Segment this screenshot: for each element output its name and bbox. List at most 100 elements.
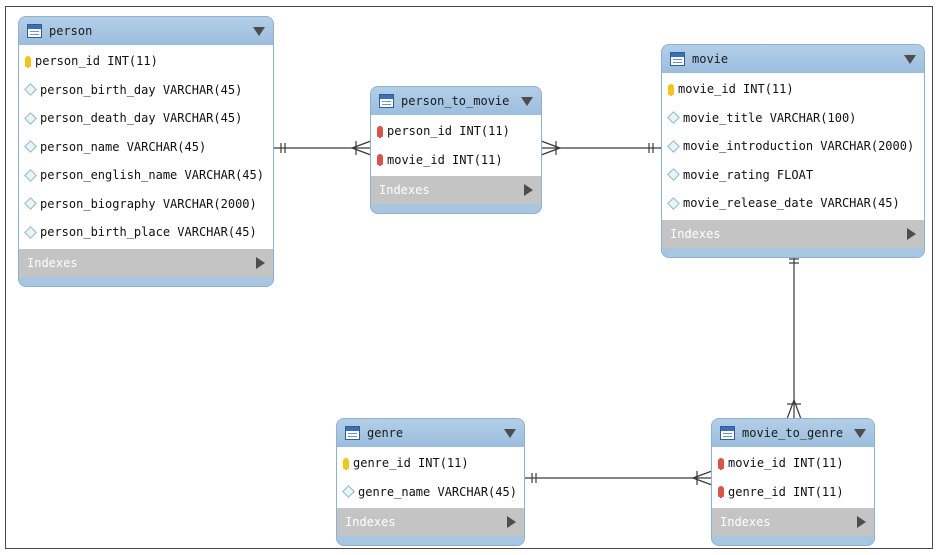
collapse-arrow-icon[interactable] [854,428,866,438]
table-movie[interactable]: movie movie_id INT(11) movie_title VARCH… [662,45,924,257]
foreign-key-icon [718,486,724,499]
primary-key-icon [343,457,349,470]
column-list: movie_id INT(11) genre_id INT(11) [712,447,874,508]
table-name: genre [367,426,404,440]
indexes-label: Indexes [720,515,771,529]
column-row[interactable]: person_english_name VARCHAR(45) [19,161,273,190]
column-row[interactable]: genre_id INT(11) [712,478,874,507]
attribute-diamond-icon [24,111,37,125]
column-row[interactable]: movie_id INT(11) [662,75,924,104]
table-footer [337,536,524,545]
column-row[interactable]: person_birth_place VARCHAR(45) [19,218,273,247]
column-row[interactable]: person_birth_day VARCHAR(45) [19,76,273,105]
column-row[interactable]: person_death_day VARCHAR(45) [19,104,273,133]
collapse-arrow-icon[interactable] [253,26,265,36]
column-row[interactable]: movie_introduction VARCHAR(2000) [662,132,924,161]
column-label: genre_name VARCHAR(45) [358,484,517,499]
table-header[interactable]: genre [337,419,524,447]
table-header[interactable]: movie_to_genre [712,419,874,447]
table-name: movie [692,52,729,66]
expand-arrow-icon[interactable] [507,516,516,528]
attribute-diamond-icon [667,196,680,210]
column-label: person_id INT(11) [35,54,158,69]
column-list: movie_id INT(11) movie_title VARCHAR(100… [662,73,924,220]
column-label: person_death_day VARCHAR(45) [40,111,243,126]
column-label: movie_rating FLOAT [683,167,814,182]
table-footer [712,536,874,545]
indexes-label: Indexes [670,226,721,241]
attribute-diamond-icon [667,139,680,153]
column-label: person_english_name VARCHAR(45) [40,168,264,183]
column-label: movie_title VARCHAR(100) [683,110,857,125]
attribute-diamond-icon [24,140,37,154]
attribute-diamond-icon [24,225,37,239]
column-label: movie_introduction VARCHAR(2000) [683,139,915,154]
table-header[interactable]: person_to_movie [371,87,541,115]
column-row[interactable]: person_id INT(11) [371,117,541,146]
column-label: movie_release_date VARCHAR(45) [683,196,900,211]
attribute-diamond-icon [24,83,37,97]
column-label: movie_id INT(11) [387,152,503,167]
foreign-key-icon [377,125,383,138]
table-icon [670,52,685,66]
table-icon [379,94,394,108]
indexes-bar[interactable]: Indexes [371,176,541,204]
indexes-bar[interactable]: Indexes [337,508,524,536]
primary-key-icon [668,83,674,96]
collapse-arrow-icon[interactable] [521,96,533,106]
table-header[interactable]: person [19,17,273,45]
column-label: genre_id INT(11) [728,484,844,499]
attribute-diamond-icon [667,168,680,182]
table-header[interactable]: movie [662,45,924,73]
indexes-label: Indexes [345,515,396,529]
foreign-key-icon [718,457,724,470]
expand-arrow-icon[interactable] [524,184,533,196]
table-footer [371,204,541,213]
table-movie-to-genre[interactable]: movie_to_genre movie_id INT(11) genre_id… [712,419,874,545]
indexes-bar[interactable]: Indexes [19,248,273,277]
indexes-bar[interactable]: Indexes [712,508,874,536]
table-person[interactable]: person person_id INT(11) person_birth_da… [19,17,273,286]
column-list: person_id INT(11) movie_id INT(11) [371,115,541,176]
column-label: person_birth_place VARCHAR(45) [40,225,257,240]
column-label: person_biography VARCHAR(2000) [40,196,257,211]
column-row[interactable]: movie_id INT(11) [712,449,874,478]
column-row[interactable]: movie_id INT(11) [371,146,541,175]
column-row[interactable]: genre_name VARCHAR(45) [337,478,524,507]
expand-arrow-icon[interactable] [256,256,265,269]
table-person-to-movie[interactable]: person_to_movie person_id INT(11) movie_… [371,87,541,213]
column-row[interactable]: person_id INT(11) [19,47,273,76]
column-row[interactable]: genre_id INT(11) [337,449,524,478]
table-footer [19,276,273,286]
expand-arrow-icon[interactable] [907,227,916,240]
column-label: genre_id INT(11) [353,456,469,471]
column-row[interactable]: person_biography VARCHAR(2000) [19,190,273,219]
attribute-diamond-icon [667,111,680,125]
attribute-diamond-icon [24,197,37,211]
table-footer [662,247,924,257]
column-row[interactable]: person_name VARCHAR(45) [19,133,273,162]
attribute-diamond-icon [24,168,37,182]
table-genre[interactable]: genre genre_id INT(11) genre_name VARCHA… [337,419,524,545]
primary-key-icon [25,55,31,68]
column-list: person_id INT(11) person_birth_day VARCH… [19,45,273,249]
collapse-arrow-icon[interactable] [904,54,916,64]
collapse-arrow-icon[interactable] [504,428,516,438]
indexes-label: Indexes [379,183,430,197]
table-name: movie_to_genre [742,426,844,440]
column-row[interactable]: movie_rating FLOAT [662,161,924,190]
attribute-diamond-icon [342,485,355,499]
column-label: person_birth_day VARCHAR(45) [40,82,243,97]
column-label: person_id INT(11) [387,124,510,139]
column-row[interactable]: movie_title VARCHAR(100) [662,104,924,133]
indexes-bar[interactable]: Indexes [662,219,924,248]
column-label: movie_id INT(11) [728,456,844,471]
expand-arrow-icon[interactable] [857,516,866,528]
column-list: genre_id INT(11) genre_name VARCHAR(45) [337,447,524,508]
indexes-label: Indexes [27,255,78,270]
table-icon [720,426,735,440]
table-name: person [49,24,93,38]
column-row[interactable]: movie_release_date VARCHAR(45) [662,189,924,218]
table-icon [345,426,360,440]
foreign-key-icon [377,154,383,167]
